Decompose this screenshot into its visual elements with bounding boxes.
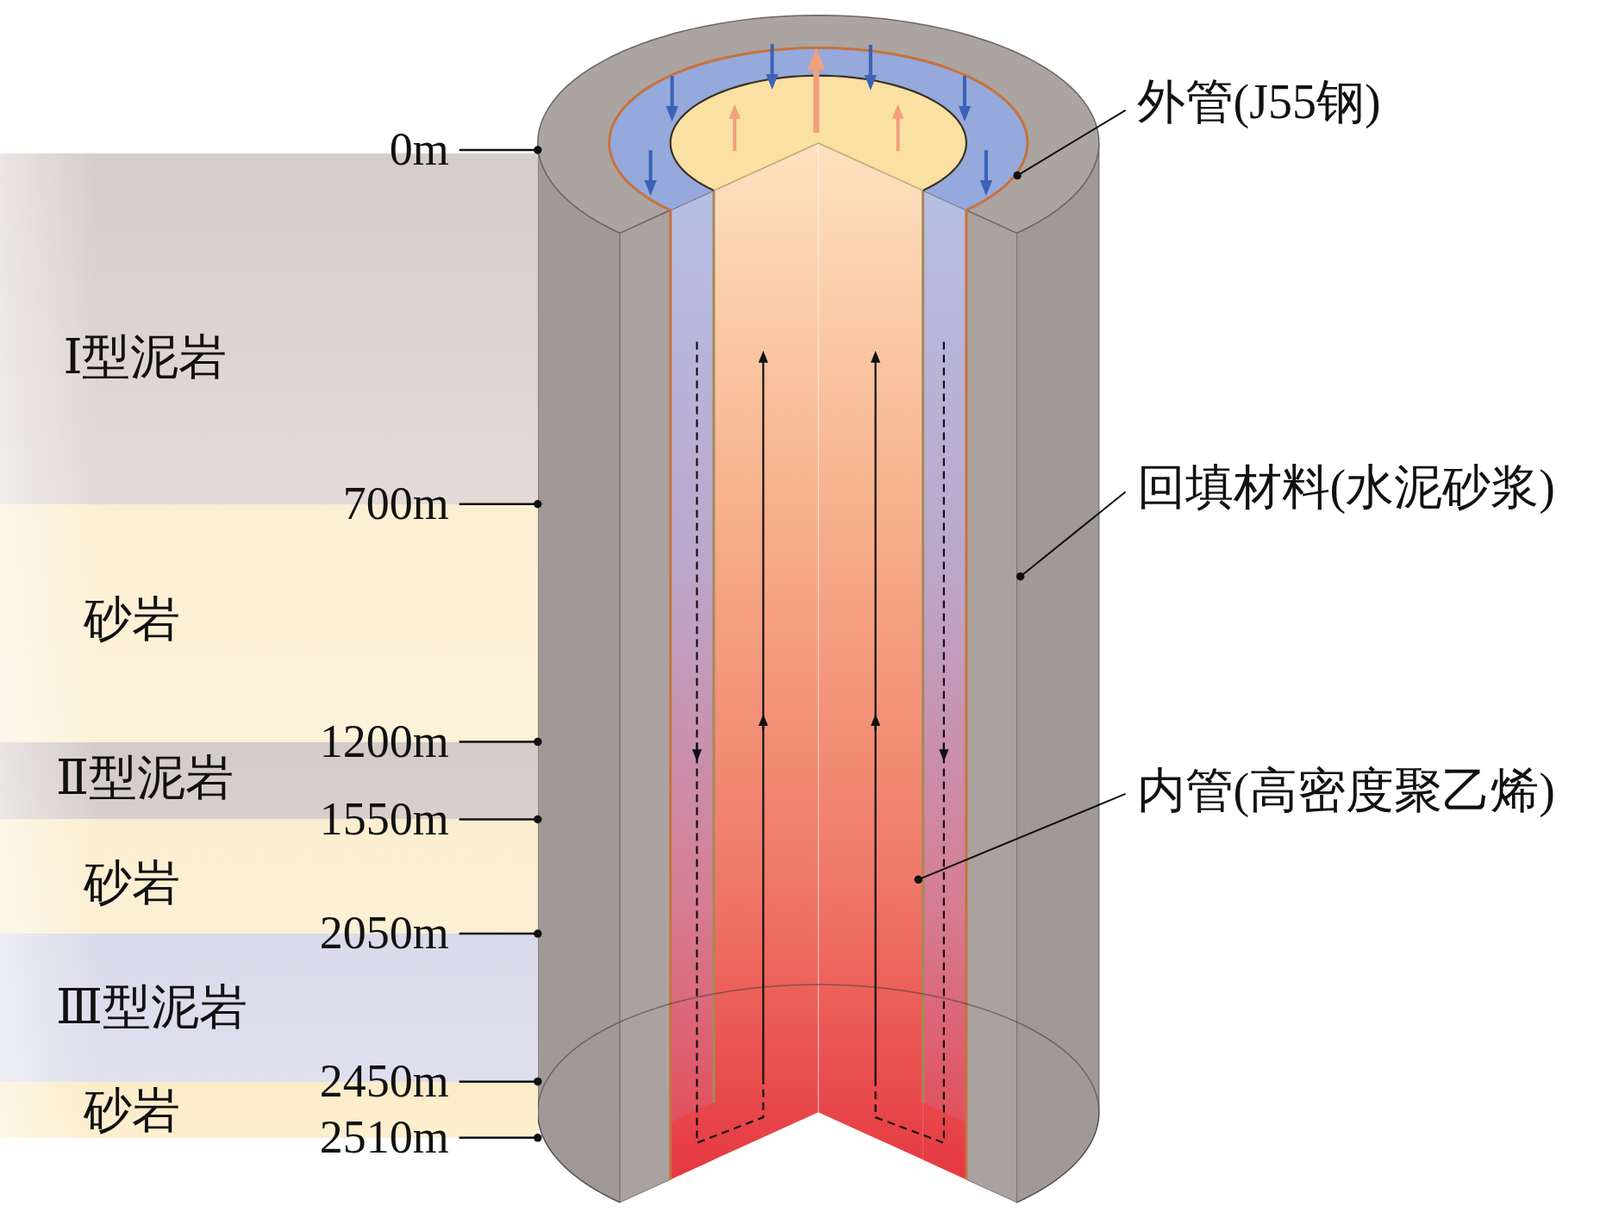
rock-layer-band: Ⅱ型泥岩 bbox=[0, 742, 538, 820]
depth-label: 0m bbox=[389, 124, 450, 175]
outer-steel-pipe-wall bbox=[668, 210, 672, 1180]
depth-label: 2510m bbox=[319, 1112, 450, 1163]
rock-layer-band: 砂岩 bbox=[0, 1081, 538, 1138]
part-label: 回填材料(水泥砂浆) bbox=[1137, 461, 1556, 515]
label-holder: 2050m bbox=[319, 907, 450, 959]
center-edge bbox=[818, 143, 820, 1113]
depth-label: 1550m bbox=[319, 793, 450, 845]
heat-exchanger-illustration bbox=[537, 15, 1126, 1203]
label-holder: 1200m bbox=[319, 716, 450, 768]
layer-name: 砂岩 bbox=[83, 858, 181, 907]
leader-dot bbox=[914, 875, 923, 884]
inner-pipe-wall bbox=[712, 190, 715, 1103]
inflow-arrow bbox=[984, 150, 988, 185]
outflow-arrow bbox=[812, 62, 819, 132]
label-holder: 外管(J55钢) bbox=[1137, 75, 1382, 130]
outflow-arrow bbox=[732, 114, 737, 152]
top-face-grout bbox=[537, 15, 1100, 234]
upflow-head bbox=[874, 722, 876, 731]
leader-dot bbox=[1016, 572, 1025, 581]
top-inner-cut-edge bbox=[713, 143, 924, 191]
annulus-cut-face bbox=[670, 190, 714, 1180]
inflow-arrow bbox=[868, 44, 873, 80]
top-face-annulus bbox=[609, 47, 1028, 210]
inner-pipe-wall bbox=[921, 190, 925, 1103]
inner-fluid-cut-face bbox=[818, 143, 923, 1161]
depth-tick bbox=[459, 149, 538, 152]
top-steel-ring bbox=[609, 47, 1028, 210]
label-holder: 2450m bbox=[319, 1056, 450, 1107]
depth-label: 2050m bbox=[319, 907, 450, 959]
label-holder: 700m bbox=[343, 478, 450, 530]
layer-name: Ⅰ型泥岩 bbox=[62, 332, 227, 382]
part-label: 外管(J55钢) bbox=[1137, 75, 1382, 130]
inflow-arrow bbox=[962, 75, 967, 111]
rock-layer-band: Ⅰ型泥岩 bbox=[0, 153, 538, 505]
rock-layer-band: Ⅲ型泥岩 bbox=[0, 933, 538, 1082]
upflow-head bbox=[762, 722, 764, 731]
layer-name: 砂岩 bbox=[83, 1086, 181, 1135]
rock-layer-band: 砂岩 bbox=[0, 504, 538, 743]
depth-label: 2450m bbox=[319, 1056, 450, 1107]
leader-line bbox=[918, 793, 1125, 880]
inner-fluid-cut-face bbox=[713, 143, 819, 1161]
leader-dot bbox=[1012, 171, 1021, 180]
label-holder: 1550m bbox=[319, 793, 450, 845]
label-holder: 内管(高密度聚乙烯) bbox=[1137, 764, 1556, 819]
layer-name: Ⅱ型泥岩 bbox=[56, 753, 234, 802]
label-holder: 0m bbox=[389, 124, 450, 175]
inflow-arrow bbox=[649, 150, 653, 185]
bottom-fluid-cut-face bbox=[670, 1102, 714, 1180]
downflow-path bbox=[875, 342, 944, 1144]
label-holder: 2510m bbox=[319, 1112, 450, 1163]
outer-steel-pipe-wall bbox=[964, 210, 968, 1180]
grout-cut-face bbox=[966, 210, 1018, 1203]
upflow-path bbox=[762, 359, 764, 1082]
inflow-arrow bbox=[770, 43, 775, 79]
depth-label: 700m bbox=[343, 478, 450, 530]
leader-line bbox=[1020, 492, 1126, 577]
inflow-arrow bbox=[670, 75, 675, 111]
leader-line bbox=[1017, 110, 1125, 176]
outflow-arrow bbox=[896, 114, 900, 152]
downflow-head bbox=[943, 743, 945, 754]
downflow-path bbox=[696, 342, 763, 1144]
depth-label: 1200m bbox=[319, 716, 450, 768]
bottom-ellipse bbox=[537, 984, 1100, 1203]
grout-cut-face bbox=[619, 210, 671, 1203]
layer-name: Ⅲ型泥岩 bbox=[56, 982, 248, 1032]
bottom-fluid-cut-face bbox=[923, 1102, 967, 1180]
outer-surface bbox=[537, 143, 620, 1203]
label-holder: 回填材料(水泥砂浆) bbox=[1137, 461, 1556, 515]
downflow-head bbox=[695, 743, 698, 754]
outer-surface bbox=[1016, 143, 1099, 1203]
layer-name: 砂岩 bbox=[83, 594, 181, 644]
part-label: 内管(高密度聚乙烯) bbox=[1137, 764, 1556, 819]
upflow-path bbox=[874, 359, 876, 1082]
rock-layer-band: 砂岩 bbox=[0, 818, 538, 934]
